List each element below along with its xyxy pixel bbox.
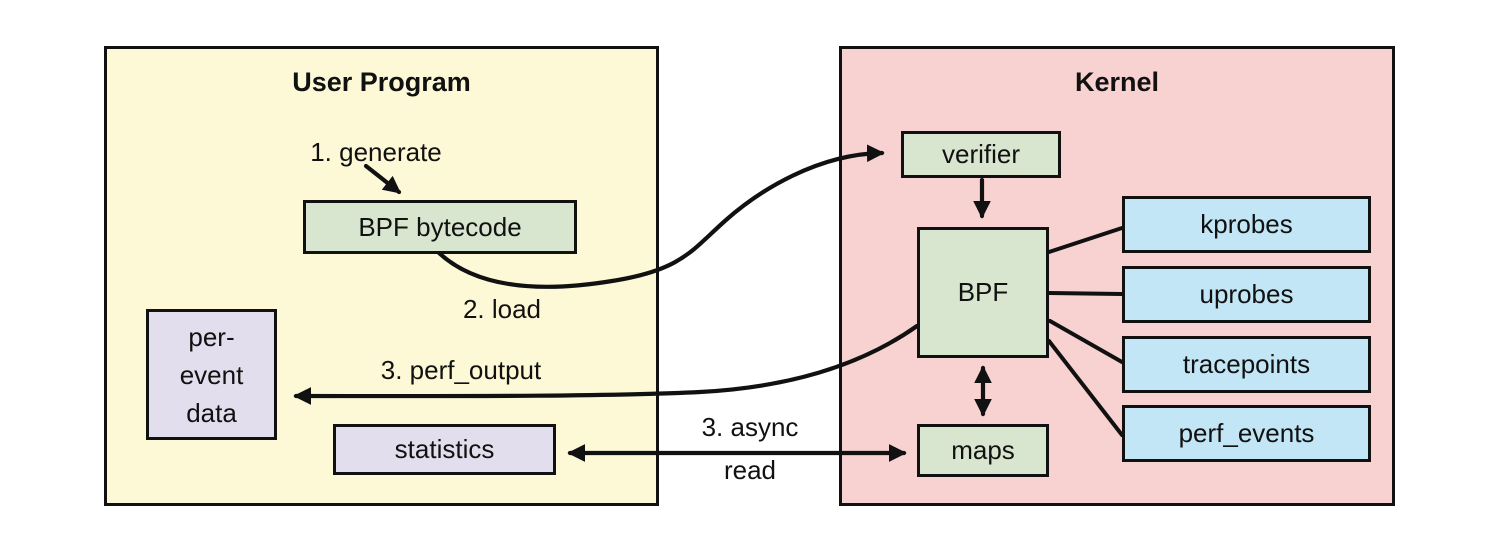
per-event-data-line3: data xyxy=(186,397,237,428)
maps-node: maps xyxy=(917,424,1049,477)
bpf-bytecode-node: BPF bytecode xyxy=(303,200,577,254)
bpf-node: BPF xyxy=(917,227,1049,358)
verifier-node: verifier xyxy=(901,131,1061,178)
label-async-read-line2: read xyxy=(723,455,777,485)
perf-events-node: perf_events xyxy=(1122,405,1371,462)
label-async-read-line1: 3. async xyxy=(701,412,799,442)
user-program-title: User Program xyxy=(292,67,471,97)
label-generate: 1. generate xyxy=(310,137,442,167)
label-load: 2. load xyxy=(462,294,542,324)
statistics-node: statistics xyxy=(333,424,556,475)
per-event-data-line2: event xyxy=(179,359,244,390)
kprobes-node: kprobes xyxy=(1122,196,1371,253)
uprobes-node: uprobes xyxy=(1122,266,1371,323)
per-event-data-node: per- event data xyxy=(146,309,277,440)
label-perf-output: 3. perf_output xyxy=(380,355,542,385)
tracepoints-node: tracepoints xyxy=(1122,336,1371,393)
per-event-data-line1: per- xyxy=(188,321,235,352)
kernel-title: Kernel xyxy=(1074,67,1160,97)
